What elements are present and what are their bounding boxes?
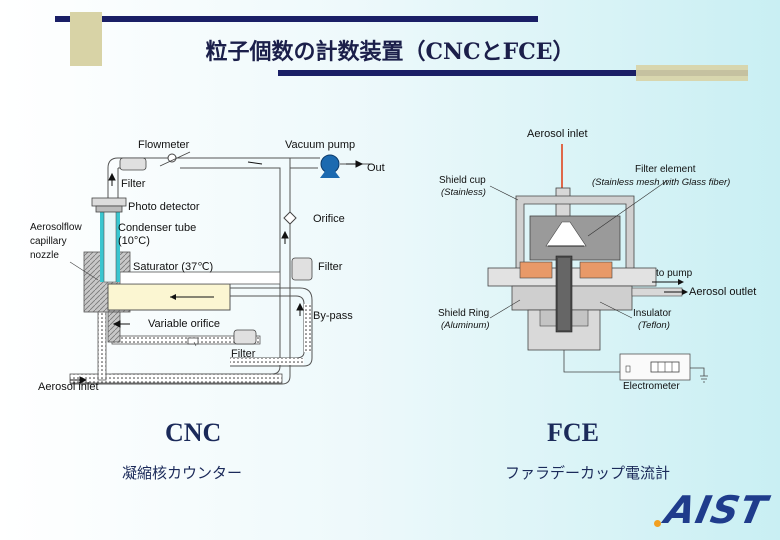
fce-label-shield-cup: Shield cup — [439, 175, 486, 186]
fce-label-insulator: Insulator — [633, 308, 672, 319]
fce-label-to-pump: to pump — [656, 268, 693, 279]
cnc-caption-ja: 凝縮核カウンター — [122, 464, 243, 482]
fce-label-aerosol-outlet: Aerosol outlet — [689, 286, 757, 298]
fce-label-shield-ring-note: (Aluminum) — [441, 320, 490, 331]
fce-caption: FCE — [547, 418, 599, 447]
cnc-label-nozzle: nozzle — [30, 250, 59, 261]
title-bar-top — [55, 16, 538, 22]
cnc-label-aerosolflow: Aerosolflow — [30, 222, 82, 233]
cnc-label-saturator: Saturator (37℃) — [133, 261, 214, 273]
title-bar-bottom — [278, 70, 748, 76]
cnc-label-condenser-temp: (10°C) — [118, 235, 150, 247]
fce-label-filter-element-note: (Stainless mesh with Glass fiber) — [592, 177, 731, 188]
fce-label-shield-cup-note: (Stainless) — [441, 187, 486, 198]
fce-label-electrometer: Electrometer — [623, 381, 680, 392]
cnc-label-filter-bottom: Filter — [231, 348, 256, 360]
cnc-label-condenser-tube: Condenser tube — [118, 222, 197, 234]
cnc-label-aerosol-inlet: Aerosol inlet — [38, 381, 99, 393]
cnc-label-variable-orifice: Variable orifice — [148, 318, 220, 330]
cnc-label-by-pass: By-pass — [313, 310, 353, 322]
cnc-caption: CNC — [165, 418, 222, 447]
cnc-label-flowmeter: Flowmeter — [138, 139, 190, 151]
logo-text: AIST — [661, 488, 772, 532]
cnc-label-orifice: Orifice — [313, 213, 345, 225]
aist-logo: AIST — [652, 488, 776, 534]
fce-caption-ja: ファラデーカップ電流計 — [505, 464, 671, 482]
cnc-label-filter-right: Filter — [318, 261, 343, 273]
fce-label-shield-ring: Shield Ring — [438, 308, 490, 319]
fce-label-insulator-note: (Teflon) — [638, 320, 670, 331]
fce-label-filter-element: Filter element — [635, 164, 696, 175]
cnc-label-photo-detector: Photo detector — [128, 201, 200, 213]
cnc-label-vacuum-pump: Vacuum pump — [285, 139, 356, 151]
logo-dot-icon — [654, 520, 661, 527]
cnc-label-capillary: capillary — [30, 236, 67, 247]
cnc-label-out: Out — [367, 162, 385, 174]
title-accent-right — [636, 65, 748, 81]
fce-label-aerosol-inlet: Aerosol inlet — [527, 128, 588, 140]
title-accent-left — [70, 12, 102, 66]
cnc-label-filter-top: Filter — [121, 178, 146, 190]
page-title: 粒子個数の計数装置（CNCとFCE） — [205, 39, 575, 65]
